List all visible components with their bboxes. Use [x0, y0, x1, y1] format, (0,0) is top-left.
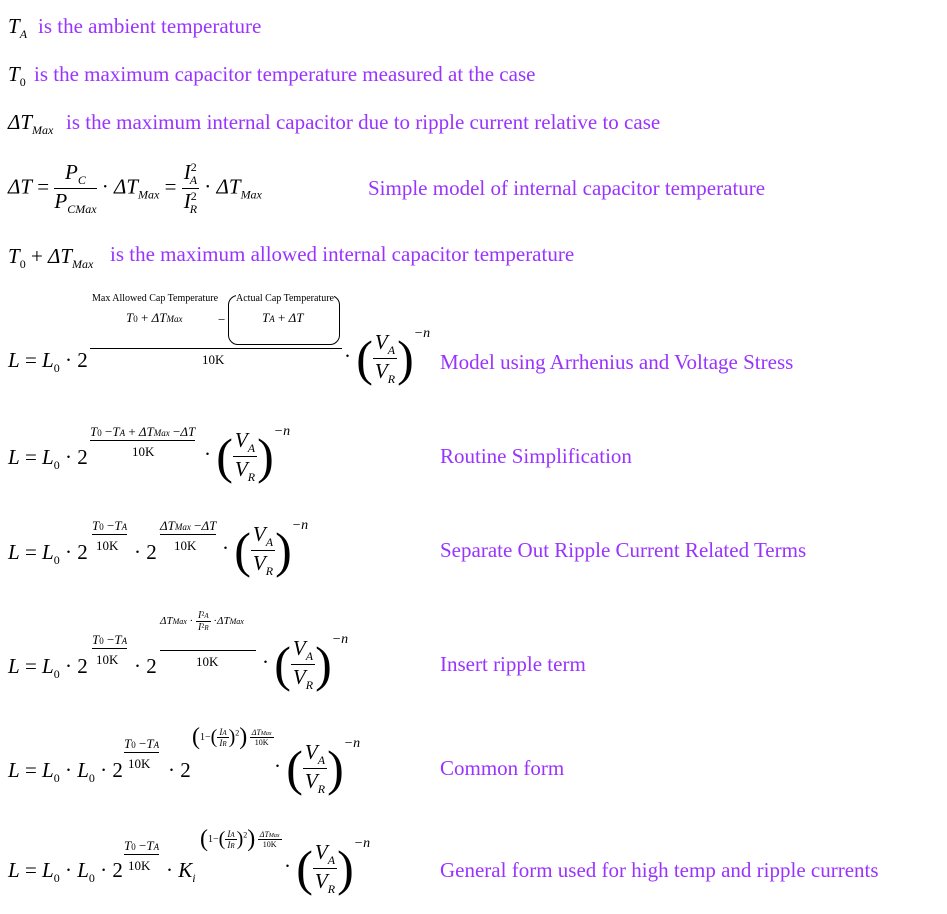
eq6-exp1: T0 −TA [124, 838, 160, 855]
eq3-10k-b: 10K [174, 538, 197, 553]
eq5-10k-a: 10K [128, 756, 151, 771]
eq3-exp2: ΔTMax −ΔT [160, 518, 217, 535]
eq1-10k: 10K [202, 352, 225, 367]
def-t0: is the maximum capacitor temperature mea… [34, 62, 536, 86]
eq4-lhs: L = L0 · 2 [8, 654, 88, 681]
eq4-10k-b: 10K [196, 654, 219, 669]
eq4-exp1: T0 −TA [92, 632, 128, 649]
eq1-minus: − [218, 312, 226, 327]
symbol-t0: T0 [8, 62, 26, 89]
label-simple-model: Simple model of internal capacitor tempe… [368, 176, 766, 200]
eq1-lhs: L = L0 · 2 [8, 348, 88, 375]
eq4-dot2: · 2 [134, 654, 157, 678]
eq5-exp1: T0 −TA [124, 736, 160, 753]
eq6-dot-ki: · Ki [166, 858, 196, 885]
eq6-10k-a: 10K [128, 858, 151, 873]
eq1-exp-right: TA + ΔT [262, 310, 304, 325]
def-ta: is the ambient temperature [38, 14, 262, 38]
eq6-lhs: L = L0 · L0 · 2 [8, 858, 123, 885]
symbol-ta: TA [8, 14, 28, 41]
eq3-dot2: · 2 [134, 540, 157, 564]
eq1-label: Model using Arrhenius and Voltage Stress [440, 350, 794, 374]
eq3-exp1: T0 −TA [92, 518, 128, 535]
def-allowed: is the maximum allowed internal capacito… [110, 242, 575, 266]
eq5-label: Common form [440, 756, 565, 780]
eq2-exp: T0 −TA + ΔTMax −ΔT [90, 424, 196, 441]
eq2-label: Routine Simplification [440, 444, 632, 468]
def-dtmax: is the maximum internal capacitor due to… [66, 110, 661, 134]
annot-actual: Actual Cap Temperature [236, 293, 334, 304]
eq4-label: Insert ripple term [440, 652, 586, 676]
eq4-10k-a: 10K [96, 652, 119, 667]
eq5-dot2: · 2 [168, 758, 191, 782]
eq1-exp-bar [90, 348, 342, 349]
eq2-lhs: L = L0 · 2 [8, 445, 88, 472]
eq6-label: General form used for high temp and ripp… [440, 858, 879, 882]
symbol-t0-plus-dtmax: T0 + ΔTMax [8, 244, 94, 271]
eq3-lhs: L = L0 · 2 [8, 540, 88, 567]
eq3-label: Separate Out Ripple Current Related Term… [440, 538, 807, 562]
eq3-10k-a: 10K [96, 538, 119, 553]
eq5-lhs: L = L0 · L0 · 2 [8, 758, 123, 785]
eq2-10k: 10K [132, 444, 155, 459]
annot-max-allowed: Max Allowed Cap Temperature [92, 293, 219, 304]
eq1-exp-left: T0 + ΔTMax [126, 310, 183, 325]
symbol-dtmax: ΔTMax [8, 110, 54, 137]
